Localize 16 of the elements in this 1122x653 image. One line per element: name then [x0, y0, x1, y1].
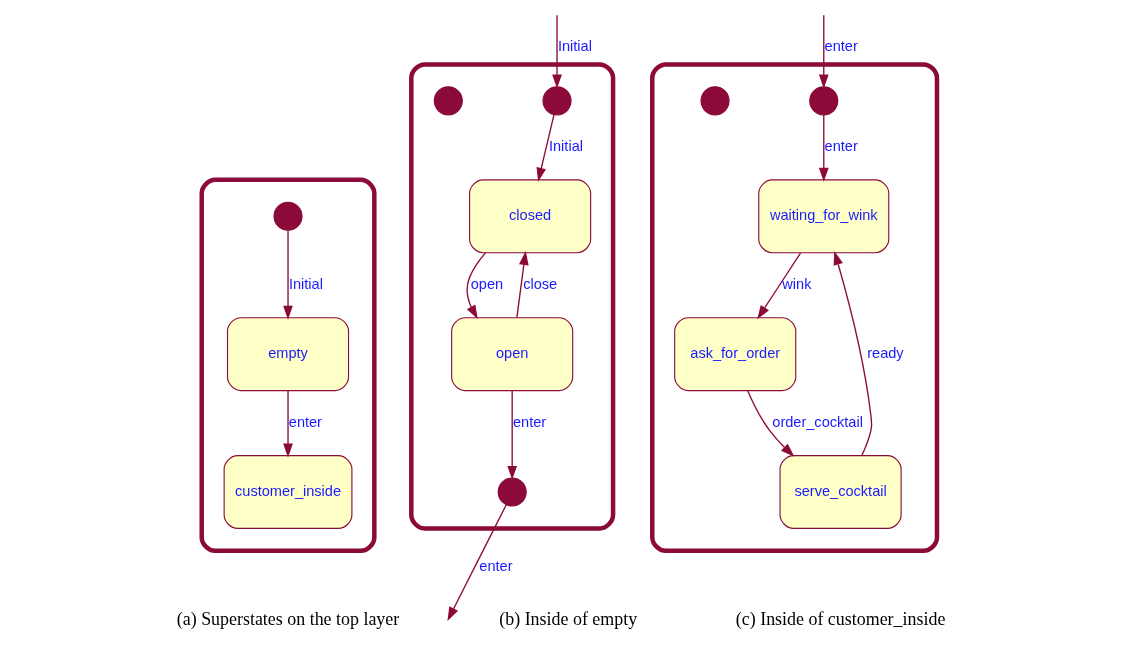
edge-label: Initial	[548, 137, 583, 154]
edge-label: close	[522, 275, 557, 292]
label: (b) Inside of empty	[498, 608, 637, 629]
label: (a) Superstates on the top layer	[176, 608, 399, 629]
edge-label: enter	[824, 137, 858, 154]
edge-label: Initial	[557, 37, 592, 54]
edge-label: order_cocktail	[771, 413, 863, 430]
edge-label: Initial	[288, 275, 323, 292]
edge-label: enter	[512, 413, 546, 430]
edge-label: ready	[866, 344, 904, 361]
edge-label: enter	[288, 413, 322, 430]
label: (c) Inside of customer_inside	[735, 608, 945, 629]
edge-label: enter	[824, 37, 858, 54]
edge-label: wink	[781, 275, 811, 292]
edge-label: open	[470, 275, 503, 292]
edge-label: enter	[478, 557, 513, 574]
